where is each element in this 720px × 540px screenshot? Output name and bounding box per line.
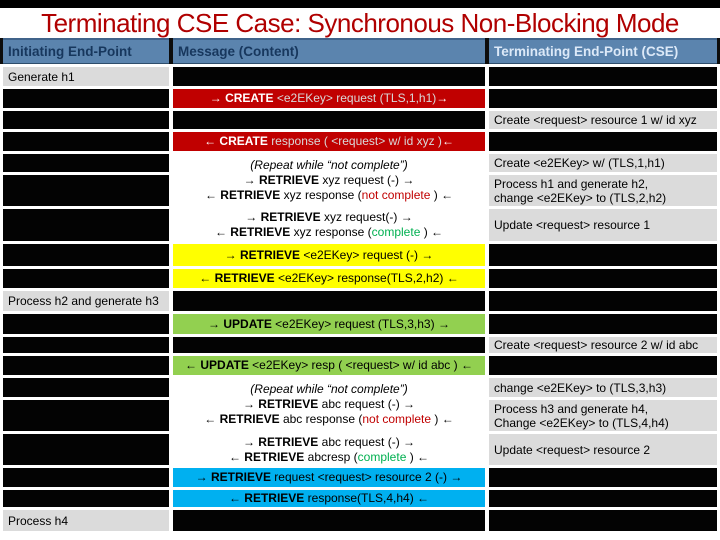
msg-retrieve-xyz-complete: → RETRIEVE xyz request(-) →← RETRIEVE xy… <box>173 209 485 241</box>
cse-process-h3-cell: Process h3 and generate h4,Change <e2EKe… <box>489 400 717 431</box>
empty-cell <box>3 244 169 266</box>
empty-cell <box>173 111 485 129</box>
cse-change-e2ekey3-cell: change <e2EKey> to (TLS,3,h3) <box>489 378 717 397</box>
empty-cell <box>489 314 717 334</box>
empty-cell <box>489 490 717 507</box>
msg-repeat-retrieve-xyz: (Repeat while “not complete”)→ RETRIEVE … <box>173 154 485 206</box>
empty-cell <box>3 468 169 487</box>
slide-title: Terminating CSE Case: Synchronous Non-Bl… <box>41 7 679 38</box>
empty-cell <box>3 337 169 353</box>
cse-update-resource2-cell: Update <request> resource 2 <box>489 434 717 465</box>
cse-create-resource1-cell: Create <request> resource 1 w/ id xyz <box>489 111 717 129</box>
msg-create-response: ← CREATE response ( <request> w/ id xyz … <box>173 132 485 151</box>
empty-cell <box>3 132 169 151</box>
msg-update-e2ekey-request: → UPDATE <e2EKey> request (TLS,3,h3) → <box>173 314 485 334</box>
empty-cell <box>173 510 485 531</box>
empty-cell <box>3 175 169 206</box>
empty-cell <box>489 89 717 108</box>
header-initiating-endpoint: Initiating End-Point <box>3 38 169 64</box>
cse-process-h1-cell: Process h1 and generate h2,change <e2EKe… <box>489 175 717 206</box>
empty-cell <box>489 356 717 375</box>
msg-retrieve-resource2-request: → RETRIEVE request <request> resource 2 … <box>173 468 485 487</box>
empty-cell <box>489 132 717 151</box>
header-terminating-endpoint: Terminating End-Point (CSE) <box>489 38 717 64</box>
empty-cell <box>173 67 485 86</box>
empty-cell <box>3 378 169 397</box>
empty-cell <box>3 400 169 431</box>
empty-cell <box>173 291 485 311</box>
empty-cell <box>173 337 485 353</box>
empty-cell <box>3 490 169 507</box>
iep-generate-h1-cell: Generate h1 <box>3 67 169 86</box>
empty-cell <box>489 468 717 487</box>
empty-cell <box>489 510 717 531</box>
msg-retrieve-e2ekey-request: → RETRIEVE <e2EKey> request (-) → <box>173 244 485 266</box>
msg-retrieve-resource2-response: ← RETRIEVE response(TLS,4,h4) ← <box>173 490 485 507</box>
empty-cell <box>3 356 169 375</box>
cse-create-e2ekey-cell: Create <e2EKey> w/ (TLS,1,h1) <box>489 154 717 172</box>
cse-update-resource1-cell: Update <request> resource 1 <box>489 209 717 241</box>
empty-cell <box>489 67 717 86</box>
msg-retrieve-abc-complete: → RETRIEVE abc request (-) →← RETRIEVE a… <box>173 434 485 465</box>
empty-cell <box>3 111 169 129</box>
empty-cell <box>3 314 169 334</box>
empty-cell <box>3 89 169 108</box>
empty-cell <box>489 269 717 288</box>
empty-cell <box>3 154 169 172</box>
sequence-table-body: Generate h1 → CREATE <e2EKey> request (T… <box>0 67 720 531</box>
empty-cell <box>3 209 169 241</box>
iep-process-h2-cell: Process h2 and generate h3 <box>3 291 169 311</box>
iep-process-h4-cell: Process h4 <box>3 510 169 531</box>
cse-create-resource2-cell: Create <request> resource 2 w/ id abc <box>489 337 717 353</box>
empty-cell <box>489 291 717 311</box>
empty-cell <box>489 244 717 266</box>
msg-create-e2ekey-request: → CREATE <e2EKey> request (TLS,1,h1)→ <box>173 89 485 108</box>
table-header-row: Initiating End-Point Message (Content) T… <box>0 38 720 64</box>
msg-repeat-retrieve-abc: (Repeat while “not complete”)→ RETRIEVE … <box>173 378 485 431</box>
top-black-bar <box>0 0 720 8</box>
empty-cell <box>3 269 169 288</box>
msg-retrieve-e2ekey-response: ← RETRIEVE <e2EKey> response(TLS,2,h2) ← <box>173 269 485 288</box>
empty-cell <box>3 434 169 465</box>
msg-update-e2ekey-response: ← UPDATE <e2EKey> resp ( <request> w/ id… <box>173 356 485 375</box>
header-message-content: Message (Content) <box>173 38 485 64</box>
